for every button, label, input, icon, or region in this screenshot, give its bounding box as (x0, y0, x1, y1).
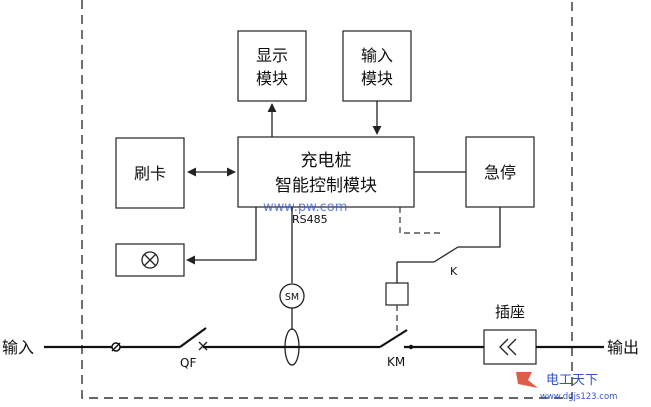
lamp-icon (141, 251, 159, 269)
k-label: K (450, 265, 458, 278)
controller-box (237, 136, 415, 208)
card-swipe-box (115, 137, 185, 209)
watermark-url: www.pw.com (263, 200, 347, 215)
rs485-label: RS485 (292, 213, 328, 226)
input-module-label-2: 模块 (361, 69, 393, 88)
qf-breaker-blade (179, 327, 207, 348)
controller-label-1: 充电桩 (301, 151, 352, 171)
watermark-site: www.dgjs123.com (540, 392, 617, 402)
control-dashed-line (399, 207, 444, 234)
watermark-brand: 电工天下 (546, 373, 598, 388)
lamp-arrow (186, 207, 257, 265)
k-switch-blade (433, 246, 459, 263)
indicator-lamp-box (115, 243, 185, 277)
output-label: 输出 (607, 338, 639, 357)
socket-chevron-icon (499, 338, 517, 356)
km-label: KM (387, 355, 405, 369)
display-module-label-2: 模块 (256, 69, 288, 88)
emergency-stop-label: 急停 (484, 163, 516, 182)
estop-to-k-line (458, 207, 501, 248)
terminal-slash (111, 342, 121, 352)
socket-label: 插座 (495, 303, 525, 321)
display-module-box (237, 30, 307, 102)
km-coil (385, 282, 409, 306)
km-contact-blade (379, 329, 408, 348)
watermark-logo-icon (516, 372, 538, 388)
controller-label-2: 智能控制模块 (275, 176, 377, 196)
emergency-stop-box (465, 136, 535, 208)
card-swipe-label: 刷卡 (134, 164, 166, 183)
cabinet-enclosure (81, 0, 573, 399)
meter-sm-label: SM (285, 292, 299, 303)
qf-label: QF (180, 356, 196, 370)
input-module-label-1: 输入 (361, 46, 393, 65)
display-module-label-1: 显示 (256, 46, 288, 65)
km-contact-dot (408, 344, 414, 350)
input-module-box (342, 30, 412, 102)
mains-input-label: 输入 (2, 338, 34, 357)
lamp-cross (144, 254, 156, 266)
socket-box (483, 329, 537, 365)
